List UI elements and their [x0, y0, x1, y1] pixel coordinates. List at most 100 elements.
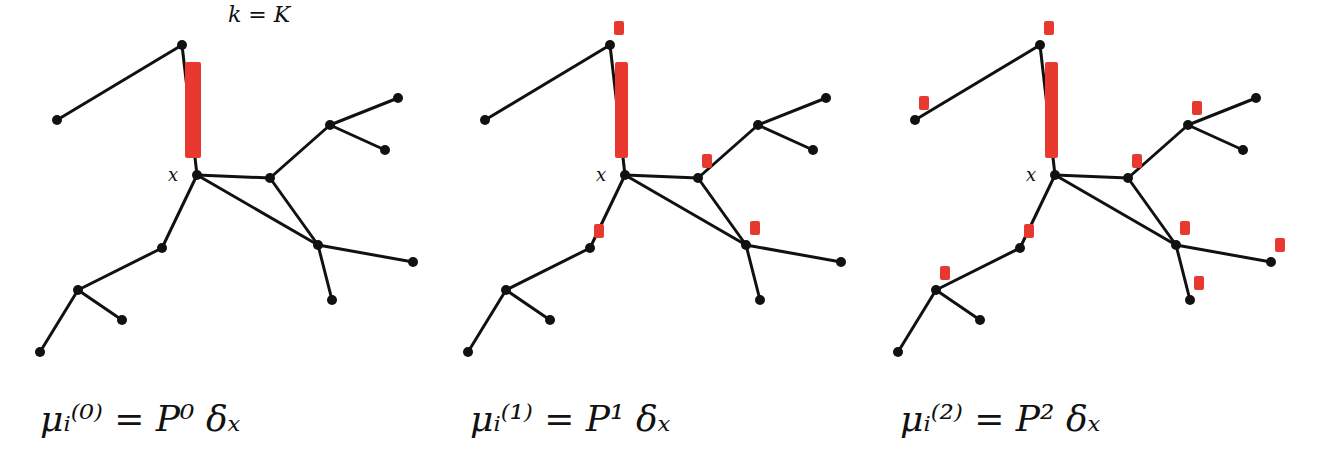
- mass-mark: [750, 221, 760, 235]
- graph-edge: [1128, 125, 1188, 178]
- graph-edge: [898, 290, 936, 352]
- graph-edge: [746, 245, 841, 262]
- graph-vertex: [327, 295, 337, 305]
- mass-mark: [919, 96, 929, 110]
- graph-edge: [1188, 125, 1243, 150]
- graph-vertex: [1185, 295, 1195, 305]
- graph-edge: [270, 125, 330, 178]
- graph-edge: [1128, 178, 1176, 245]
- graph-vertex: [741, 240, 751, 250]
- graph-edge: [330, 125, 385, 150]
- graph-edge: [330, 98, 398, 125]
- mass-mark: [594, 224, 604, 238]
- equation: μᵢ⁽⁰⁾ = P⁰ δₓ: [40, 398, 240, 439]
- mass-mark: [1180, 221, 1190, 235]
- mass-mark: [614, 21, 624, 35]
- graph-edge: [758, 125, 813, 150]
- graph-vertex: [265, 173, 275, 183]
- graph-edge: [318, 245, 332, 300]
- graph-vertex: [1251, 93, 1261, 103]
- graph-vertex: [693, 173, 703, 183]
- iteration-note: k = K: [228, 2, 290, 27]
- graph-vertex: [910, 115, 920, 125]
- graph-edge: [698, 125, 758, 178]
- graph-vertex: [545, 315, 555, 325]
- graph-vertex: [52, 115, 62, 125]
- mass-mark: [1275, 238, 1285, 252]
- graph-vertex: [73, 285, 83, 295]
- graph-vertex: [480, 115, 490, 125]
- graph-edge: [506, 290, 550, 320]
- graph-edge: [1176, 245, 1190, 300]
- mass-bar: [615, 62, 628, 158]
- graph-vertex: [35, 347, 45, 357]
- graph-vertex: [821, 93, 831, 103]
- graph-edge: [590, 175, 625, 248]
- graph-edge: [197, 175, 318, 245]
- graph-edge: [936, 290, 980, 320]
- graph-vertex: [1050, 170, 1060, 180]
- graph-vertex: [1238, 145, 1248, 155]
- graph-vertex: [192, 170, 202, 180]
- graph-vertex: [605, 40, 615, 50]
- graph-edge: [625, 175, 746, 245]
- graph-edge: [936, 248, 1020, 290]
- graph-edge: [485, 45, 610, 120]
- graph-vertex: [1035, 40, 1045, 50]
- graph-vertex: [157, 243, 167, 253]
- equation: μᵢ⁽²⁾ = P² δₓ: [900, 398, 1100, 439]
- vertex-name: x: [1026, 164, 1036, 185]
- graph-edge: [698, 178, 746, 245]
- graph-vertex: [380, 145, 390, 155]
- graph-edge: [318, 245, 413, 262]
- mass-mark: [1192, 101, 1202, 115]
- graph-vertex: [1015, 243, 1025, 253]
- graph-panel: [893, 21, 1285, 357]
- graph-vertex: [1266, 257, 1276, 267]
- graph-edge: [270, 178, 318, 245]
- vertex-name: x: [168, 164, 178, 185]
- equation: μᵢ⁽¹⁾ = P¹ δₓ: [470, 398, 670, 439]
- graph-edge: [506, 248, 590, 290]
- graph-vertex: [463, 347, 473, 357]
- graph-edge: [1188, 98, 1256, 125]
- graph-vertex: [117, 315, 127, 325]
- graph-edge: [1176, 245, 1271, 262]
- graph-vertex: [585, 243, 595, 253]
- graph-edge: [915, 45, 1040, 120]
- graph-vertex: [893, 347, 903, 357]
- graph-edge: [197, 175, 270, 178]
- mass-mark: [702, 154, 712, 168]
- graph-edge: [40, 290, 78, 352]
- graph-edge: [78, 248, 162, 290]
- graph-vertex: [836, 257, 846, 267]
- graph-vertex: [975, 315, 985, 325]
- graph-edge: [78, 290, 122, 320]
- graph-edge: [1020, 175, 1055, 248]
- mass-bar: [1045, 62, 1058, 158]
- mass-mark: [1194, 276, 1204, 290]
- graph-edge: [625, 175, 698, 178]
- vertex-name: x: [596, 164, 606, 185]
- graph-edge: [1055, 175, 1176, 245]
- mass-mark: [1132, 154, 1142, 168]
- graph-edge: [57, 45, 182, 120]
- graph-vertex: [393, 93, 403, 103]
- graph-vertex: [755, 295, 765, 305]
- graph-edge: [468, 290, 506, 352]
- graph-edge: [746, 245, 760, 300]
- graph-edge: [758, 98, 826, 125]
- graph-vertex: [620, 170, 630, 180]
- graph-vertex: [1123, 173, 1133, 183]
- graph-panel: [463, 21, 846, 357]
- graph-vertex: [313, 240, 323, 250]
- graph-vertex: [931, 285, 941, 295]
- graph-vertex: [1171, 240, 1181, 250]
- mass-mark: [1044, 21, 1054, 35]
- graph-vertex: [177, 40, 187, 50]
- graph-edge: [162, 175, 197, 248]
- graph-vertex: [325, 120, 335, 130]
- mass-bar: [185, 62, 201, 158]
- graph-vertex: [408, 257, 418, 267]
- graph-panel: [35, 40, 418, 357]
